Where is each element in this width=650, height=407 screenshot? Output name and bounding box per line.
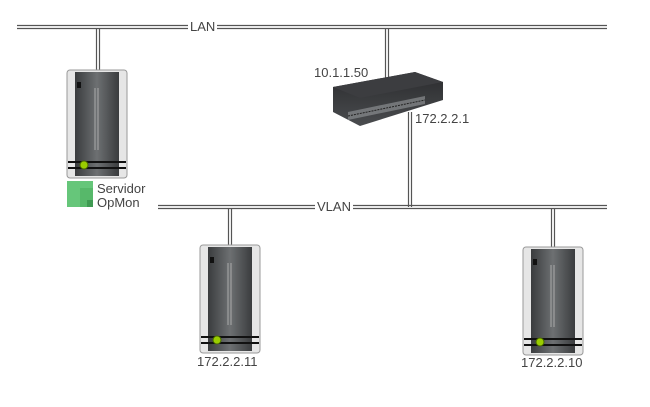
network-switch-icon[interactable]	[333, 72, 443, 126]
lan-label: LAN	[188, 19, 218, 34]
opmon-badge-icon	[67, 181, 93, 207]
server-label: 172.2.2.10	[521, 355, 583, 370]
links	[95, 28, 556, 248]
vlan-label: VLAN	[315, 199, 353, 214]
server-label: 172.2.2.11	[197, 354, 258, 369]
server-icon[interactable]	[522, 246, 584, 356]
switch-vlan-ip: 172.2.2.1	[415, 111, 470, 126]
opmon-server-icon[interactable]	[66, 69, 128, 179]
vlan-bus	[158, 204, 607, 210]
opmon-server-label-line2: OpMon	[97, 195, 140, 210]
server-icon[interactable]	[199, 244, 261, 354]
switch-lan-ip: 10.1.1.50	[314, 65, 369, 80]
lan-bus	[17, 24, 607, 30]
opmon-server-label-line1: Servidor	[97, 181, 146, 196]
